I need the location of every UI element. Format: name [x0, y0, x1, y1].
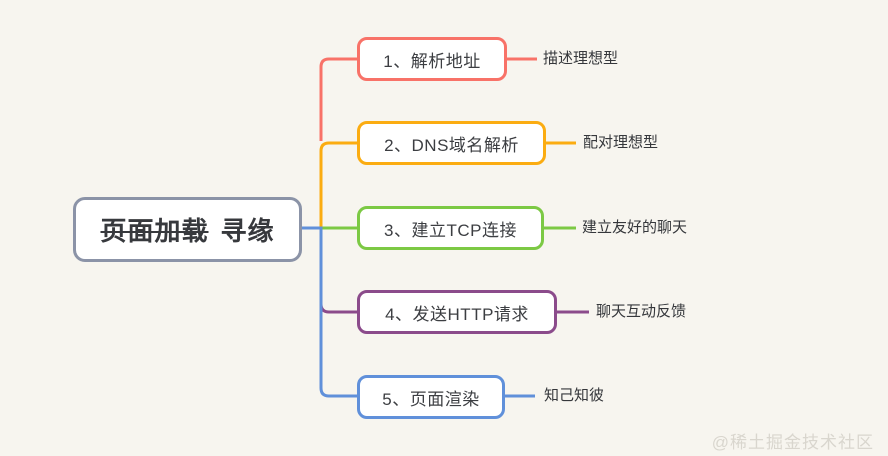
branch-node-4-label: 4、发送HTTP请求	[385, 304, 529, 324]
connector-branch-1	[319, 57, 357, 141]
branch-node-5-label: 5、页面渲染	[382, 389, 480, 409]
subtopic-note-2[interactable]: 配对理想型	[583, 134, 659, 151]
connector-branch-4	[319, 292, 357, 314]
juejin-watermark: @稀土掘金技术社区	[711, 433, 874, 452]
subtopic-note-3[interactable]: 建立友好的聊天	[582, 219, 688, 236]
subtopic-note-1[interactable]: 描述理想型	[543, 50, 619, 67]
branch-node-1-parse-address[interactable]: 1、解析地址	[357, 37, 507, 81]
central-topic-node[interactable]: 页面加载 寻缘	[73, 197, 302, 262]
branch-node-5-page-render[interactable]: 5、页面渲染	[357, 375, 505, 419]
connector-branch-2	[319, 141, 357, 229]
branch-node-4-http-request[interactable]: 4、发送HTTP请求	[357, 290, 557, 334]
branch-node-2-label: 2、DNS域名解析	[384, 135, 519, 155]
subtopic-note-5[interactable]: 知己知彼	[544, 387, 605, 404]
branch-node-3-label: 3、建立TCP连接	[384, 220, 517, 240]
branch-node-3-tcp-connection[interactable]: 3、建立TCP连接	[357, 206, 544, 250]
branch-node-2-dns-resolution[interactable]: 2、DNS域名解析	[357, 121, 546, 165]
central-topic-text: 寻缘	[220, 216, 275, 246]
branch-node-1-label: 1、解析地址	[383, 51, 481, 71]
central-topic-struck-text: 页面加载	[100, 216, 209, 246]
subtopic-note-4[interactable]: 聊天互动反馈	[596, 303, 687, 320]
connector-branch-5	[302, 226, 357, 398]
